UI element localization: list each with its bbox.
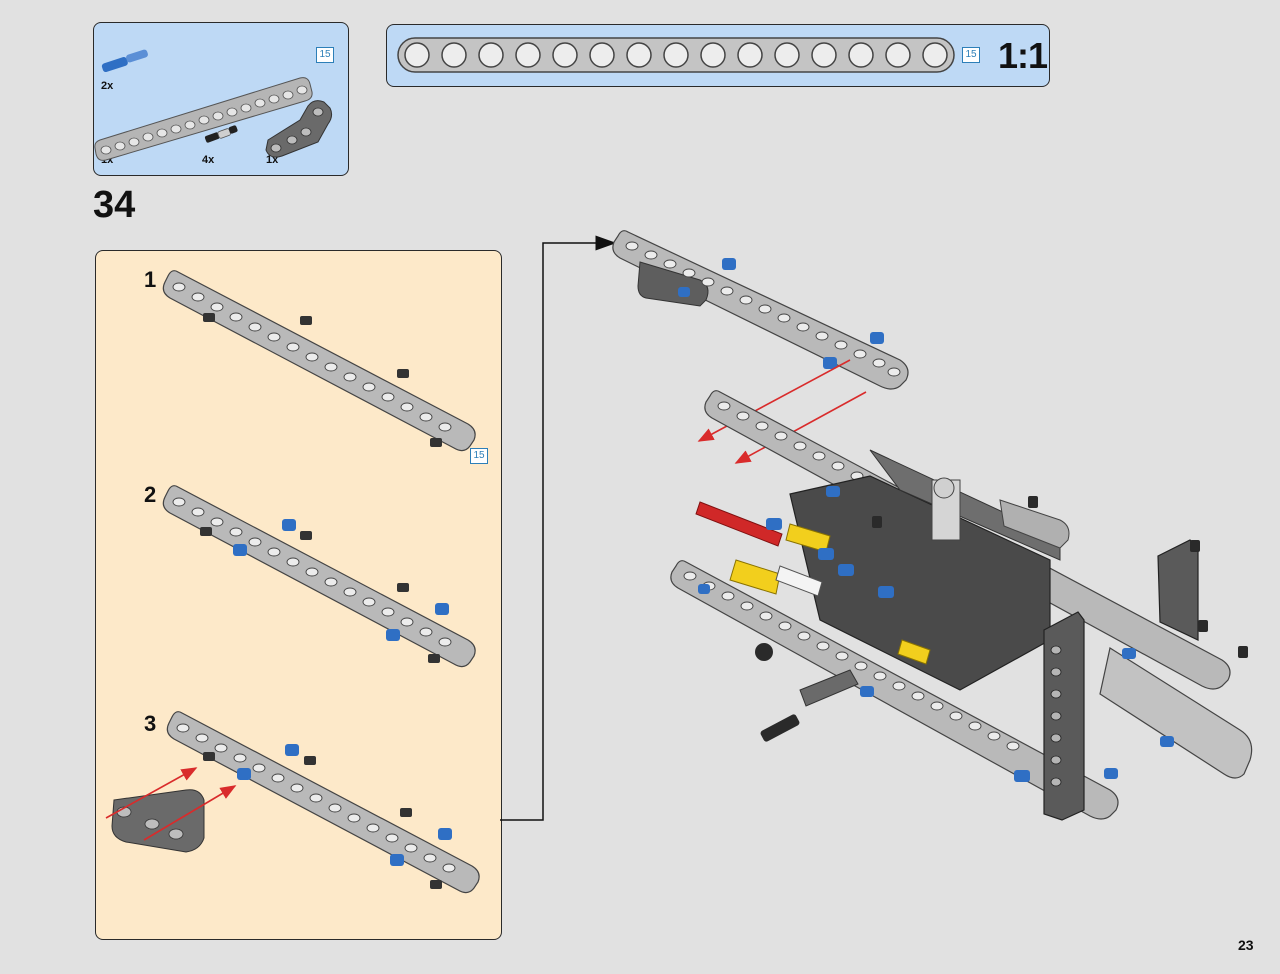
parts-beam-15-icon bbox=[94, 77, 313, 161]
substep-1-length-badge: 15 bbox=[470, 448, 488, 464]
parts-axle-pin-icon bbox=[204, 125, 238, 143]
parts-angled-beam-icon bbox=[265, 100, 333, 158]
page-number: 23 bbox=[1238, 937, 1254, 953]
beam-length-badge: 15 bbox=[316, 47, 334, 63]
axle-pin-qty: 4x bbox=[202, 154, 215, 166]
scale-label: 1:1 bbox=[998, 35, 1048, 76]
substep-2-number: 2 bbox=[144, 482, 157, 507]
parts-blue-pin-icon bbox=[101, 49, 148, 73]
scale-length-badge: 15 bbox=[962, 47, 980, 63]
step-number: 34 bbox=[93, 184, 136, 226]
substep-1-assembly bbox=[162, 270, 476, 452]
substep-2-assembly bbox=[162, 485, 476, 668]
substep-3-assembly bbox=[105, 711, 480, 894]
substep-connector-arrow bbox=[500, 235, 617, 821]
blue-pin-qty: 2x bbox=[101, 80, 114, 92]
substep-1-number: 1 bbox=[144, 267, 157, 292]
main-model-assembly bbox=[612, 230, 1253, 821]
substep-3-number: 3 bbox=[144, 711, 157, 736]
scale-beam-icon bbox=[397, 37, 955, 73]
